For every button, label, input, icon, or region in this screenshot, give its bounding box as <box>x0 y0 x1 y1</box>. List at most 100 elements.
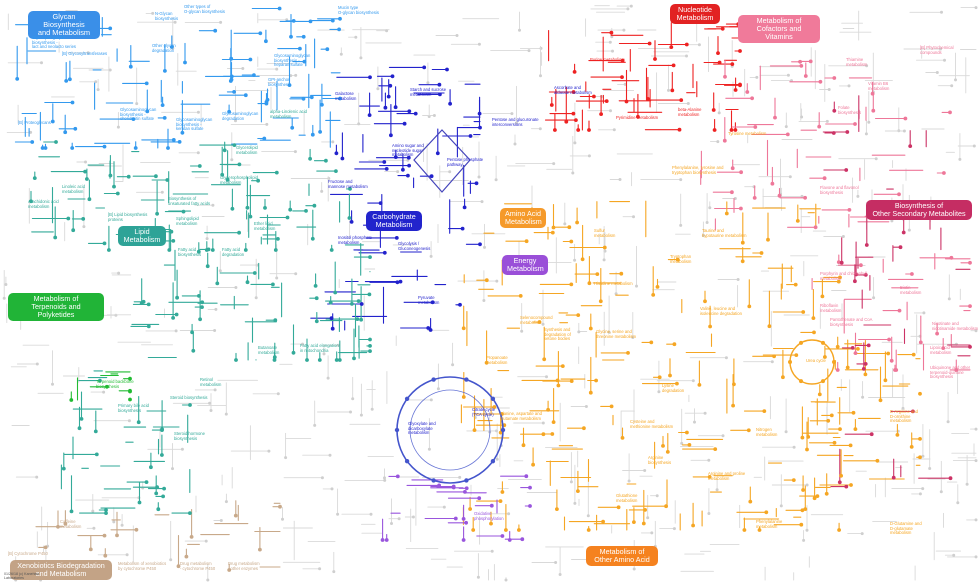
compound-node[interactable] <box>180 130 185 135</box>
compound-node[interactable] <box>69 398 74 402</box>
category-secondary-badge[interactable]: Biosynthesis of Other Secondary Metaboli… <box>866 200 972 220</box>
background-compound-node[interactable] <box>390 522 393 525</box>
compound-node[interactable] <box>870 91 875 96</box>
compound-node[interactable] <box>582 426 586 431</box>
compound-node[interactable] <box>383 105 388 110</box>
compound-node[interactable] <box>171 316 176 320</box>
category-cofactors-badge[interactable]: Metabolism of Cofactors and Vitamins <box>738 15 820 43</box>
compound-node[interactable] <box>87 197 92 202</box>
background-compound-node[interactable] <box>679 178 683 182</box>
pathway-label-other-o-glycan[interactable]: Other types of O-glycan biosynthesis <box>184 4 225 14</box>
compound-node[interactable] <box>808 59 813 64</box>
background-compound-node[interactable] <box>230 158 234 162</box>
compound-node[interactable] <box>887 337 891 342</box>
compound-node[interactable] <box>175 295 180 300</box>
compound-node[interactable] <box>63 130 68 135</box>
compound-node[interactable] <box>781 375 785 380</box>
compound-node[interactable] <box>359 302 364 306</box>
compound-node[interactable] <box>850 346 855 350</box>
compound-node[interactable] <box>227 109 232 114</box>
compound-node[interactable] <box>717 60 722 65</box>
background-compound-node[interactable] <box>332 570 336 574</box>
compound-node[interactable] <box>54 140 58 144</box>
compound-node[interactable] <box>445 67 449 72</box>
compound-node[interactable] <box>356 299 361 303</box>
pathway-label-ubiquinone[interactable]: Ubiquinone and other terpenoid-quinone b… <box>930 365 971 380</box>
compound-node[interactable] <box>878 398 883 403</box>
background-compound-node[interactable] <box>974 427 978 431</box>
background-compound-node[interactable] <box>571 171 575 175</box>
compound-node[interactable] <box>844 484 849 489</box>
compound-node[interactable] <box>30 140 35 144</box>
pathway-label-selenocompound[interactable]: Selenocompound metabolism <box>520 315 553 325</box>
compound-node[interactable] <box>196 249 201 254</box>
category-amino-acid-badge[interactable]: Amino Acid Metabolism <box>500 208 546 228</box>
background-compound-node[interactable] <box>396 170 400 174</box>
pathway-label-beta-alanine[interactable]: beta-Alanine metabolism <box>678 107 702 117</box>
compound-node[interactable] <box>549 103 554 107</box>
background-compound-node[interactable] <box>451 363 455 367</box>
background-compound-node[interactable] <box>705 221 709 224</box>
background-compound-node[interactable] <box>527 49 531 53</box>
compound-node[interactable] <box>757 528 762 532</box>
compound-node[interactable] <box>968 304 972 308</box>
compound-node[interactable] <box>537 320 542 324</box>
compound-node[interactable] <box>748 499 753 504</box>
compound-node[interactable] <box>328 300 333 305</box>
compound-node[interactable] <box>716 51 720 55</box>
compound-node[interactable] <box>732 382 736 387</box>
pathway-label-fructose-mannose[interactable]: Fructose and mannose metabolism <box>328 179 368 189</box>
background-compound-node[interactable] <box>956 501 960 505</box>
compound-node[interactable] <box>460 226 465 231</box>
compound-node[interactable] <box>620 436 625 440</box>
compound-node[interactable] <box>398 279 403 284</box>
compound-node[interactable] <box>305 358 309 362</box>
compound-node[interactable] <box>853 279 857 284</box>
background-compound-node[interactable] <box>874 157 878 161</box>
pathway-label-alanine-aspartate[interactable]: Alanine, aspartate and glutamate metabol… <box>500 411 542 421</box>
compound-node[interactable] <box>823 355 827 359</box>
compound-node[interactable] <box>338 16 342 21</box>
compound-node[interactable] <box>222 148 227 153</box>
compound-node[interactable] <box>498 499 503 503</box>
compound-node[interactable] <box>832 76 837 80</box>
compound-node[interactable] <box>766 237 770 242</box>
background-compound-node[interactable] <box>196 110 200 114</box>
compound-node[interactable] <box>174 312 179 317</box>
compound-node[interactable] <box>684 42 689 47</box>
compound-node[interactable] <box>517 528 521 532</box>
background-compound-node[interactable] <box>513 142 517 146</box>
compound-node[interactable] <box>740 259 745 264</box>
background-compound-node[interactable] <box>135 102 139 106</box>
pathway-label-histidine[interactable]: Histidine metabolism <box>594 281 633 286</box>
background-compound-node[interactable] <box>94 80 98 84</box>
background-compound-node[interactable] <box>610 35 614 39</box>
compound-node[interactable] <box>484 278 489 283</box>
compound-node[interactable] <box>128 388 132 393</box>
background-compound-node[interactable] <box>865 64 869 68</box>
compound-node[interactable] <box>197 294 201 298</box>
background-compound-node[interactable] <box>901 406 905 410</box>
compound-node[interactable] <box>104 508 108 512</box>
compound-node[interactable] <box>854 272 858 277</box>
compound-node[interactable] <box>863 362 868 366</box>
compound-node[interactable] <box>818 79 823 84</box>
compound-node[interactable] <box>555 507 559 511</box>
pathway-label-taurine[interactable]: Taurine and hypotaurine metabolism <box>702 228 747 238</box>
background-compound-node[interactable] <box>174 329 178 333</box>
background-compound-node[interactable] <box>477 42 481 46</box>
compound-node[interactable] <box>393 105 398 110</box>
background-compound-node[interactable] <box>972 144 976 148</box>
compound-node[interactable] <box>679 98 684 102</box>
category-glycan-badge[interactable]: Glycan Biosynthesis and Metabolism <box>28 11 100 39</box>
background-compound-node[interactable] <box>800 115 804 119</box>
background-compound-node[interactable] <box>411 515 415 519</box>
compound-node[interactable] <box>651 293 656 297</box>
background-compound-node[interactable] <box>602 258 606 262</box>
compound-node[interactable] <box>653 57 657 61</box>
background-compound-node[interactable] <box>607 330 611 334</box>
compound-node[interactable] <box>948 476 953 481</box>
compound-node[interactable] <box>334 151 339 156</box>
background-compound-node[interactable] <box>82 225 86 229</box>
compound-node[interactable] <box>229 56 234 61</box>
